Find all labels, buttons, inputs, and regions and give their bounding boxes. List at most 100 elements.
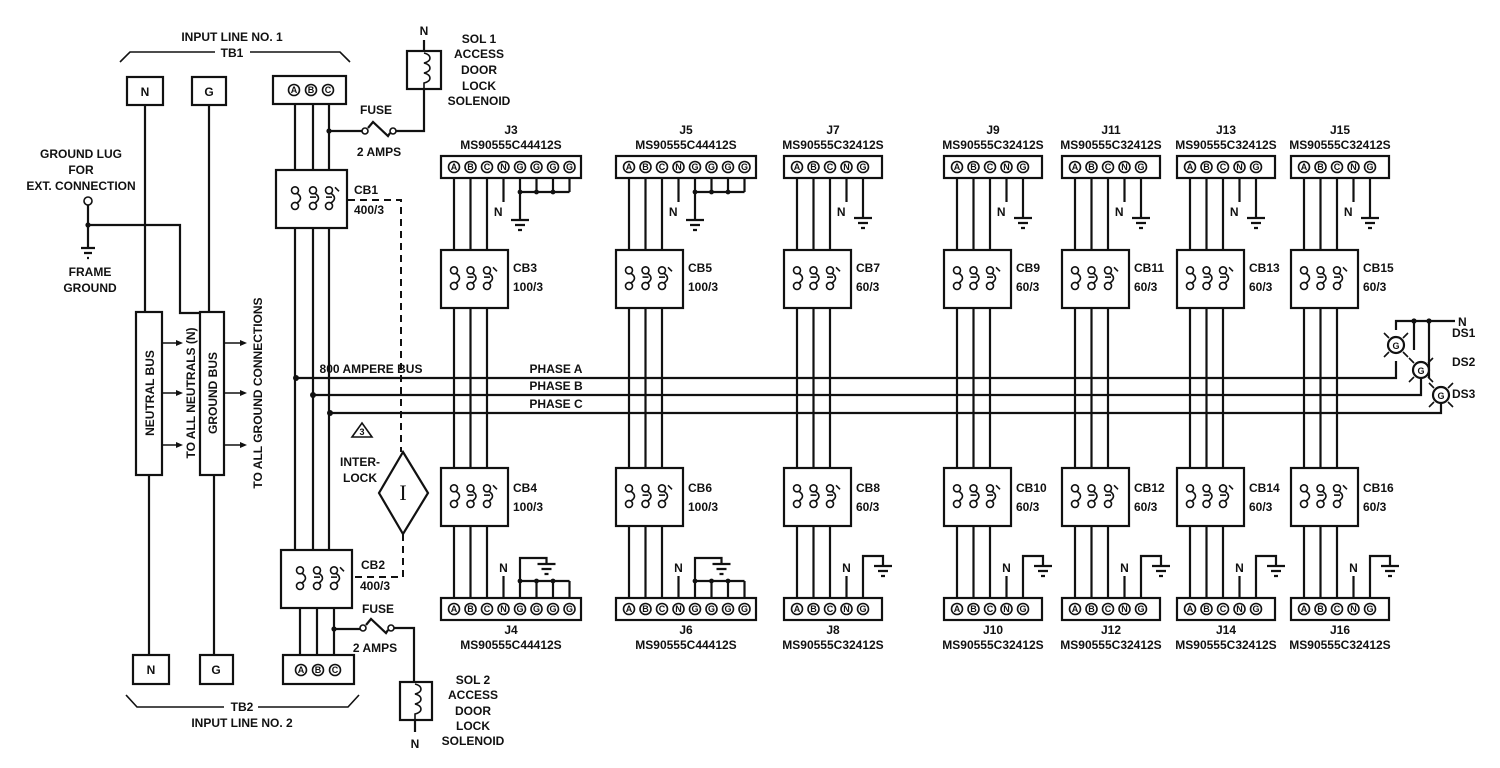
pin-n-icon — [497, 602, 510, 616]
neutral-wire — [143, 105, 151, 655]
sol-2-line: SOL 2 — [456, 673, 491, 687]
pin-b-icon — [807, 160, 820, 174]
contact-icon — [624, 281, 634, 291]
pin-label: C — [1220, 162, 1227, 172]
top-connector — [1289, 154, 1391, 180]
contact-icon — [1087, 265, 1096, 275]
switch-blade-icon — [663, 490, 669, 502]
switch-blade-icon — [647, 272, 652, 284]
top-connector-part: MS90555C44412S — [460, 138, 561, 152]
top-connector-id: J9 — [986, 123, 1000, 137]
fuse-1-rating: 2 AMPS — [357, 145, 401, 159]
switch-blade-icon — [991, 272, 997, 284]
lamp-rays-icon — [1428, 382, 1454, 408]
top-breaker-label: CB9 — [1016, 261, 1040, 275]
bottom-connector-part: MS90555C32412S — [1175, 638, 1276, 652]
top-breaker-rating: 60/3 — [1363, 280, 1387, 294]
bottom-connector-id: J8 — [826, 623, 840, 637]
junction-dot — [692, 189, 698, 195]
contact-icon — [809, 265, 818, 275]
bottom-breaker-rating: 60/3 — [856, 500, 880, 514]
contact-icon — [482, 281, 492, 291]
switch-blade-icon — [1224, 272, 1230, 284]
bottom-breaker-rating: 60/3 — [1134, 500, 1158, 514]
contact-icon — [1103, 483, 1113, 493]
contact-icon — [641, 499, 650, 509]
neutral-label: N — [837, 205, 846, 219]
riser-mid — [293, 228, 331, 550]
pin-label: N — [843, 162, 850, 172]
contact-icon — [1299, 499, 1309, 509]
bottom-connector-id: J6 — [679, 623, 693, 637]
pin-a-icon — [1297, 602, 1311, 616]
contact-icon — [1103, 281, 1113, 291]
contact-icon — [295, 565, 305, 575]
fuse-2-wire — [394, 626, 416, 682]
contact-icon — [641, 265, 650, 275]
ground-wire — [1021, 554, 1045, 598]
fuse-2-terminal — [359, 624, 367, 632]
breaker-box — [782, 466, 853, 528]
top-breaker-label: CB13 — [1249, 261, 1280, 275]
pin-label: B — [1088, 604, 1095, 614]
pin-label: B — [1317, 162, 1324, 172]
sol-1-neutral: N — [420, 24, 429, 38]
top-connector — [1060, 154, 1162, 180]
top-breaker-label: CB11 — [1134, 261, 1164, 275]
top-connector — [614, 154, 758, 180]
contact-icon — [482, 499, 492, 509]
contact-icon — [1316, 483, 1325, 493]
bottom-connector-part: MS90555C32412S — [942, 638, 1043, 652]
ground-jumper — [518, 556, 571, 598]
pin-label: N — [1350, 162, 1357, 172]
breaker-box — [1060, 248, 1131, 310]
interlock-diamond — [377, 449, 430, 537]
pin-a-icon — [1183, 160, 1197, 174]
sol-2-line: ACCESS — [448, 688, 498, 702]
trip-arrow-icon — [1342, 484, 1348, 490]
pin-label: A — [626, 604, 633, 614]
junction-dot — [310, 392, 316, 398]
branch-phase-wires — [1188, 178, 1225, 598]
pin-a-icon — [447, 602, 461, 616]
pin-label: N — [1003, 162, 1010, 172]
contact-icon — [1202, 265, 1211, 275]
pin-g-icon — [563, 160, 576, 174]
pin-label: G — [566, 604, 573, 614]
pin-g-icon — [546, 160, 560, 174]
top-connector-part: MS90555C32412S — [1175, 138, 1276, 152]
pin-label: G — [516, 604, 523, 614]
branch-phase-wires — [1302, 178, 1339, 598]
lamp-icon — [1386, 335, 1406, 355]
junction-dot — [517, 578, 523, 584]
ground-jumper — [518, 178, 571, 220]
pin-a-icon — [950, 602, 964, 616]
pin-label: A — [1301, 162, 1308, 172]
riser-bottom — [298, 608, 336, 655]
fuse-1-icon — [367, 120, 391, 138]
pin-n-icon — [840, 602, 853, 616]
pin-b-icon — [967, 160, 980, 174]
breaker-box — [614, 248, 685, 310]
top-breaker-rating: 60/3 — [1016, 280, 1040, 294]
bottom-breaker-label: CB6 — [688, 481, 712, 495]
switch-blade-icon — [472, 272, 477, 284]
top-connector-part: MS90555C44412S — [635, 138, 736, 152]
phase-c-label: PHASE C — [529, 397, 583, 411]
pin-g-icon — [546, 602, 560, 616]
top-breaker-rating: 100/3 — [513, 280, 543, 294]
pin-label: A — [794, 604, 801, 614]
pin-n-icon — [1000, 602, 1013, 616]
pin-a-icon — [287, 83, 301, 97]
pin-label: A — [298, 665, 305, 675]
pin-label: C — [1334, 162, 1341, 172]
tb2-ground-label: G — [211, 663, 220, 677]
ground-icon — [1014, 216, 1032, 230]
ground-icon — [537, 562, 556, 576]
branch-phase-wires — [795, 178, 832, 598]
switch-blade-icon — [1224, 490, 1230, 502]
ground-wire — [1139, 554, 1163, 598]
top-breaker-label: CB15 — [1363, 261, 1394, 275]
